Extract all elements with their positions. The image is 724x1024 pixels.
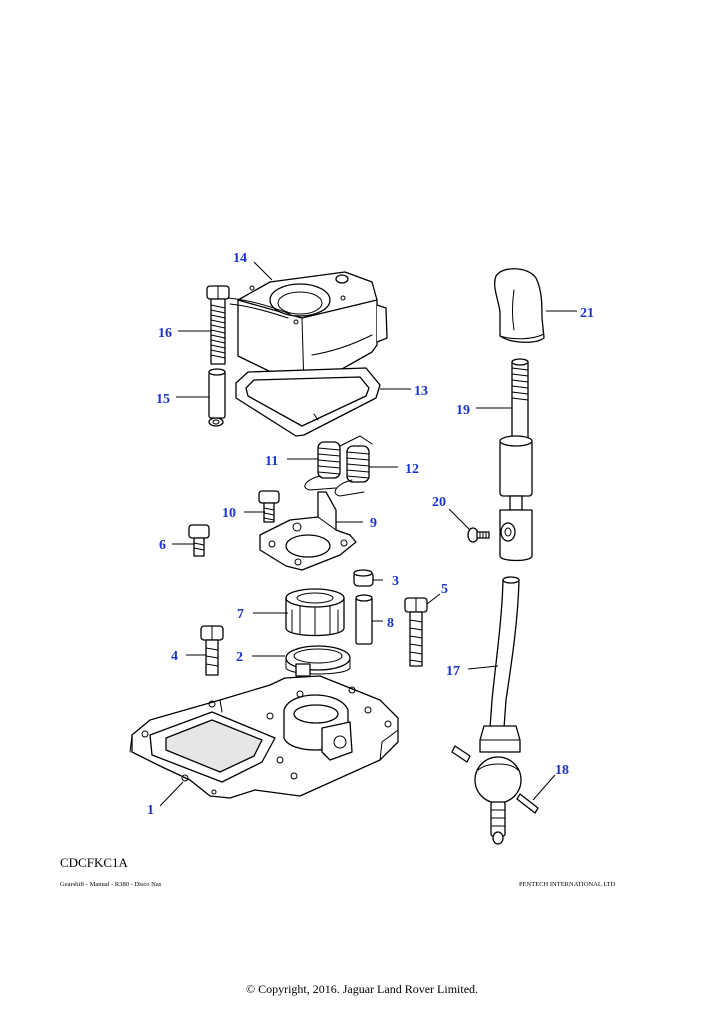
callout-1: 1 xyxy=(147,803,154,818)
part-1-base xyxy=(129,675,399,799)
leader-14 xyxy=(253,261,273,281)
part-21-knob xyxy=(494,268,545,343)
callout-10: 10 xyxy=(222,506,236,521)
callout-9: 9 xyxy=(370,516,377,531)
callout-20: 20 xyxy=(432,495,446,510)
part-16-bolt xyxy=(206,285,230,365)
callout-4: 4 xyxy=(171,649,178,664)
part-15-spacer xyxy=(208,368,226,427)
part-14-housing xyxy=(227,271,388,389)
part-17-lower-lever xyxy=(474,576,522,845)
leader-lines xyxy=(159,261,577,807)
part-7-bush xyxy=(285,588,345,637)
part-18-pins xyxy=(451,745,539,814)
callout-12: 12 xyxy=(405,462,419,477)
callout-16: 16 xyxy=(158,326,172,341)
part-8-pin xyxy=(355,594,373,645)
part-13-gasket xyxy=(235,367,381,437)
callout-18: 18 xyxy=(555,763,569,778)
leader-5 xyxy=(426,593,441,605)
callout-6: 6 xyxy=(159,538,166,553)
leader-18 xyxy=(532,774,556,801)
callout-17: 17 xyxy=(446,664,460,679)
leader-17 xyxy=(467,665,499,670)
leader-1 xyxy=(159,781,184,807)
part-4-bolt xyxy=(200,625,224,676)
part-20-screw xyxy=(467,527,490,543)
part-9-bracket xyxy=(259,491,357,571)
part-10-bolt xyxy=(258,490,280,523)
leader-20 xyxy=(448,508,471,531)
callout-14: 14 xyxy=(233,251,247,266)
callout-21: 21 xyxy=(580,306,594,321)
callout-3: 3 xyxy=(392,574,399,589)
part-3-cap xyxy=(353,569,374,587)
callout-15: 15 xyxy=(156,392,170,407)
callout-19: 19 xyxy=(456,403,470,418)
part-5-bolt xyxy=(404,597,428,667)
diagram-code: CDCFKC1A xyxy=(60,855,128,870)
callout-13: 13 xyxy=(414,384,428,399)
part-2-clamp xyxy=(285,645,351,677)
diagram-subtitle: Gearshift - Manual - R380 - Disco Nas xyxy=(60,881,162,888)
callout-8: 8 xyxy=(387,616,394,631)
copyright-notice: © Copyright, 2016. Jaguar Land Rover Lim… xyxy=(245,982,479,996)
company-name: PENTECH INTERNATIONAL LTD xyxy=(519,881,616,888)
part-11-12-springs xyxy=(304,435,373,497)
callout-labels: 1 2 3 4 5 6 7 8 9 10 11 12 13 14 15 16 1… xyxy=(147,251,594,818)
callout-2: 2 xyxy=(236,650,243,665)
callout-11: 11 xyxy=(265,454,278,469)
part-19-upper-lever xyxy=(499,358,533,562)
callout-5: 5 xyxy=(441,582,448,597)
callout-7: 7 xyxy=(237,607,244,622)
part-6-bolt xyxy=(188,524,210,557)
